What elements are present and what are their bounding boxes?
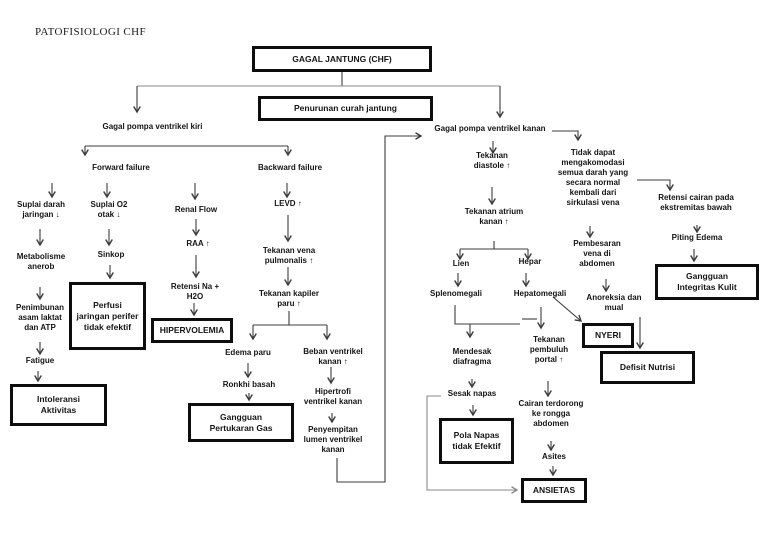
node-mendesak-diafragma: Mendesak diafragma	[452, 347, 492, 366]
node-ansietas: ANSIETAS	[521, 478, 587, 503]
node-raa: RAA ↑	[186, 239, 210, 248]
node-beban-ventrikel-kanan: Beban ventrikel kanan ↑	[303, 347, 363, 366]
node-suplai-darah: Suplai darah jaringan ↓	[16, 200, 65, 219]
node-pembesaran-vena: Pembesaran vena di abdomen	[573, 239, 621, 268]
node-penyempitan-lumen: Penyempitan lumen ventrikel kanan	[303, 425, 363, 454]
node-renal-flow: Renal Flow	[174, 205, 218, 214]
node-nyeri: NYERI	[582, 323, 634, 348]
node-anoreksia-mual: Anoreksia dan mual	[586, 293, 642, 312]
node-asites: Asites	[541, 452, 566, 461]
node-ronkhi-basah: Ronkhi basah	[222, 380, 276, 389]
node-tekanan-vena-pulmonalis: Tekanan vena pulmonalis ↑	[262, 246, 316, 265]
node-retensi-na: Retensi Na + H2O	[170, 282, 220, 301]
node-suplai-o2: Suplai O2 otak ↓	[90, 200, 128, 219]
node-defisit-nutrisi: Defisit Nutrisi	[600, 351, 695, 384]
node-tekanan-kapiler-paru: Tekanan kapiler paru ↑	[259, 289, 319, 308]
node-gagal-pompa-kanan: Gagal pompa ventrikel kanan	[434, 124, 546, 133]
node-metabolisme-anerob: Metabolisme anerob	[16, 252, 66, 271]
node-penimbunan-laktat: Penimbunan asam laktat dan ATP	[15, 303, 64, 332]
node-tekanan-pembuluh-portal: Tekanan pembuluh portal ↑	[529, 335, 569, 364]
node-tekanan-diastole: Tekanan diastole ↑	[473, 151, 511, 170]
node-splenomegali: Splenomegali	[429, 289, 482, 298]
node-forward-failure: Forward failure	[92, 163, 150, 172]
node-edema-paru: Edema paru	[225, 348, 271, 357]
node-backward-failure: Backward failure	[257, 163, 323, 172]
node-sesak-napas: Sesak napas	[447, 389, 497, 398]
node-perfusi-jaringan: Perfusi jaringan perifer tidak efektif	[69, 282, 146, 350]
node-lien: Lien	[452, 259, 470, 268]
node-gagal-jantung: GAGAL JANTUNG (CHF)	[252, 46, 432, 72]
node-hepatomegali: Hepatomegali	[513, 289, 567, 298]
node-hipervolemia: HIPERVOLEMIA	[151, 318, 233, 343]
page-title: PATOFISIOLOGI CHF	[35, 26, 147, 38]
node-cairan-terdorong: Cairan terdorong ke rongga abdomen	[518, 399, 584, 428]
node-gagal-pompa-kiri: Gagal pompa ventrikel kiri	[102, 122, 203, 131]
node-pola-napas-tidak-efektif: Pola Napas tidak Efektif	[439, 418, 514, 464]
node-tidak-dapat-mengakomodasi: Tidak dapat mengakomodasi semua darah ya…	[557, 148, 629, 207]
node-gangguan-pertukaran-gas: Gangguan Pertukaran Gas	[188, 403, 294, 442]
node-retensi-cairan-ekstremitas: Retensi cairan pada ekstremitas bawah	[658, 193, 734, 212]
node-penurunan-curah-jantung: Penurunan curah jantung	[258, 96, 433, 121]
node-hepar: Hepar	[518, 257, 542, 266]
node-sinkop: Sinkop	[97, 250, 125, 259]
node-tekanan-atrium-kanan: Tekanan atrium kanan ↑	[464, 207, 524, 226]
node-levd: LEVD ↑	[274, 199, 302, 208]
node-intoleransi-aktivitas: Intoleransi Aktivitas	[10, 384, 107, 426]
node-fatigue: Fatigue	[25, 356, 55, 365]
node-piting-edema: Piting Edema	[671, 233, 723, 242]
node-gangguan-integritas-kulit: Gangguan Integritas Kulit	[655, 264, 759, 300]
node-hipertrofi-ventrikel: Hipertrofi ventrikel kanan	[303, 387, 363, 406]
